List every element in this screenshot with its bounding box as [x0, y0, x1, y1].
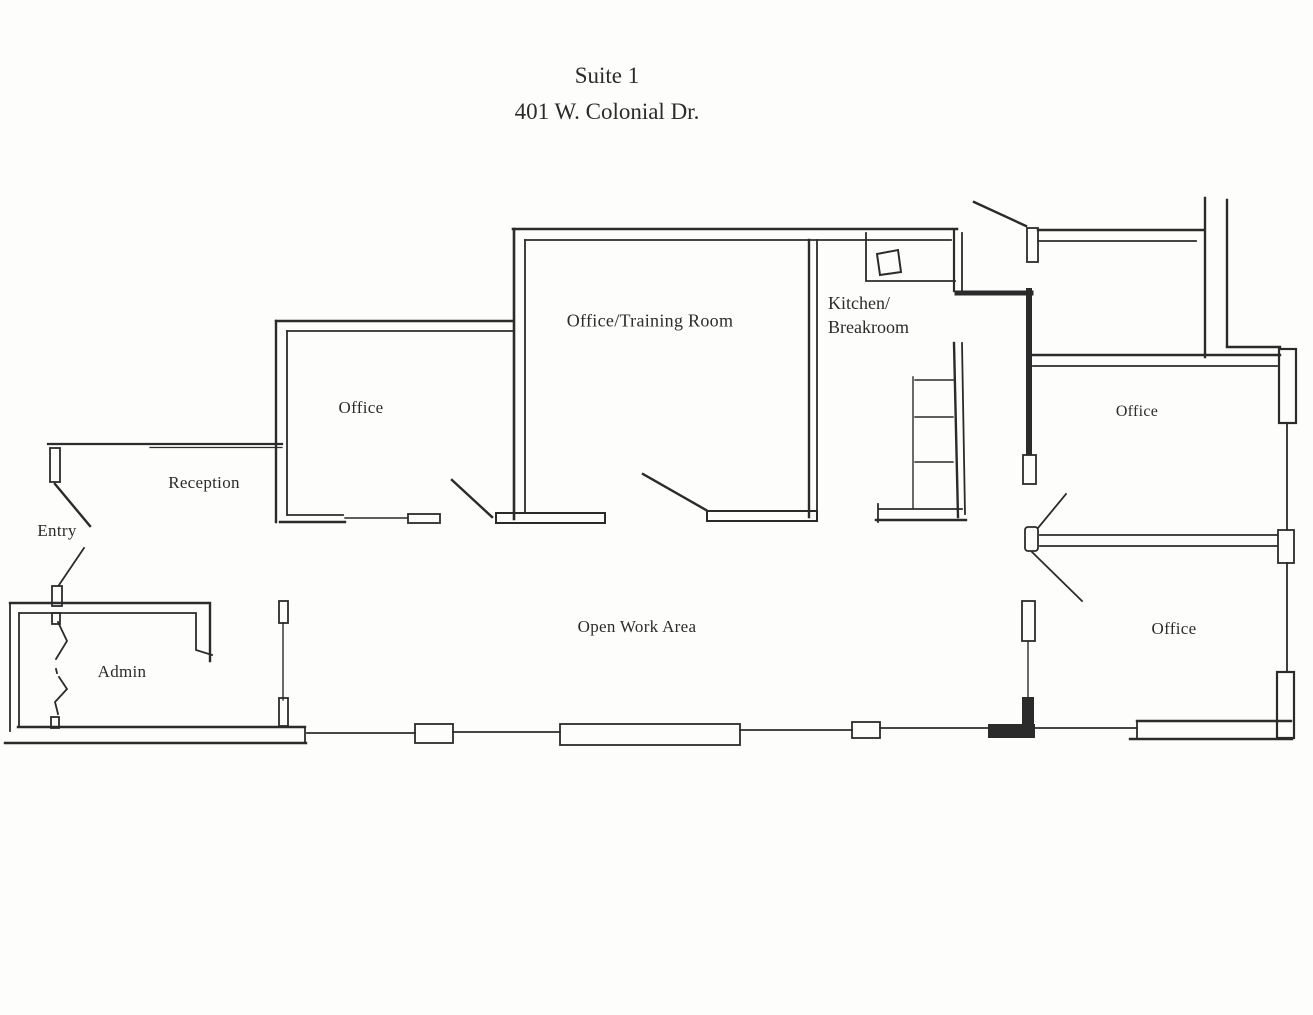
wall-partition-mid [278, 600, 289, 727]
suite-title: Suite 1 [574, 63, 640, 88]
door-jamb-entry-upper [49, 447, 61, 483]
wall-thick-L [954, 288, 1037, 485]
wall-bottom-exterior [306, 721, 1138, 746]
wall-between-right-offices [1039, 529, 1295, 564]
kitchen-label-line1: Kitchen/ [828, 293, 890, 313]
room-label-office-upper-right: Office [1115, 403, 1159, 420]
kitchen-shelving [912, 376, 954, 509]
door-jamb-entry-lower [50, 585, 63, 729]
room-label-office-mid-left: Office [338, 398, 384, 417]
wall-right-exterior-upper [1203, 196, 1298, 425]
wall-top-right [1036, 228, 1205, 242]
wall-reception [46, 442, 284, 449]
wall-training-room [495, 227, 959, 524]
room-label-kitchen: Kitchen/ Breakroom [828, 291, 909, 339]
door-jamb-right-offices [1024, 526, 1039, 552]
wall-partition-lower-right [988, 600, 1036, 738]
room-label-office-training: Office/Training Room [566, 310, 734, 331]
kitchen-label-line2: Breakroom [828, 317, 909, 337]
room-label-office-lower-right: Office [1151, 619, 1197, 638]
room-label-admin: Admin [97, 662, 147, 681]
door-swing-entry [53, 482, 92, 587]
wall-kitchen [874, 229, 968, 523]
wall-office-mid-left [274, 319, 515, 524]
sink-fixture [875, 248, 903, 277]
plan-title: Suite 1 401 W. Colonial Dr. [515, 58, 700, 130]
door-swing-right-offices [1030, 492, 1084, 603]
wall-office-upper-right [1031, 353, 1282, 367]
door-swing-training-room [641, 472, 708, 512]
room-label-reception: Reception [168, 473, 240, 492]
room-label-open-work-area: Open Work Area [577, 617, 697, 636]
door-swing-office-mid-left [450, 478, 494, 519]
folding-partition-admin [54, 620, 69, 716]
room-label-entry: Entry [37, 521, 77, 540]
street-address: 401 W. Colonial Dr. [514, 99, 700, 124]
wall-office-lower-right-bottom [1128, 719, 1294, 741]
door-swing-top-right [972, 200, 1028, 228]
kitchen-counter [865, 232, 956, 282]
door-jamb-top-right [1026, 227, 1039, 263]
wall-admin [3, 601, 308, 745]
wall-right-exterior-lower [1275, 422, 1296, 740]
